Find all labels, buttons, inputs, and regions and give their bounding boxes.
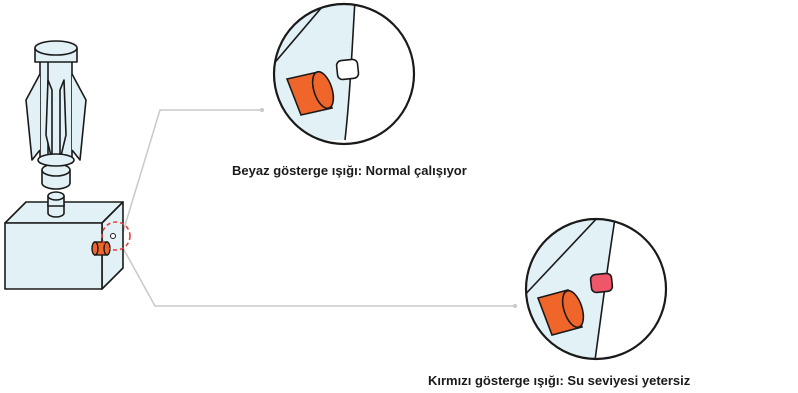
red-indicator-caption: Kırmızı gösterge ışığı: Su seviyesi yete… (428, 373, 691, 388)
leader-end-dot-bottom (513, 304, 517, 308)
leader-line-to-white (122, 109, 262, 233)
orange-knob-zoom-bottom (536, 289, 585, 336)
orange-knob-zoom-top (285, 70, 335, 116)
white-indicator-caption: Beyaz gösterge ışığı: Normal çalışıyor (232, 163, 467, 178)
white-indicator-light (335, 58, 360, 81)
humidifier-device-icon (4, 40, 124, 290)
orange-knob-icon (91, 241, 111, 256)
small-indicator-light (110, 233, 116, 239)
leader-end-dot-top (260, 108, 264, 112)
zoom-white-indicator (272, 2, 416, 146)
zoom-red-indicator (524, 217, 668, 361)
callout-circle (101, 221, 131, 251)
red-indicator-light (589, 272, 614, 294)
leader-line-to-red (122, 247, 515, 307)
